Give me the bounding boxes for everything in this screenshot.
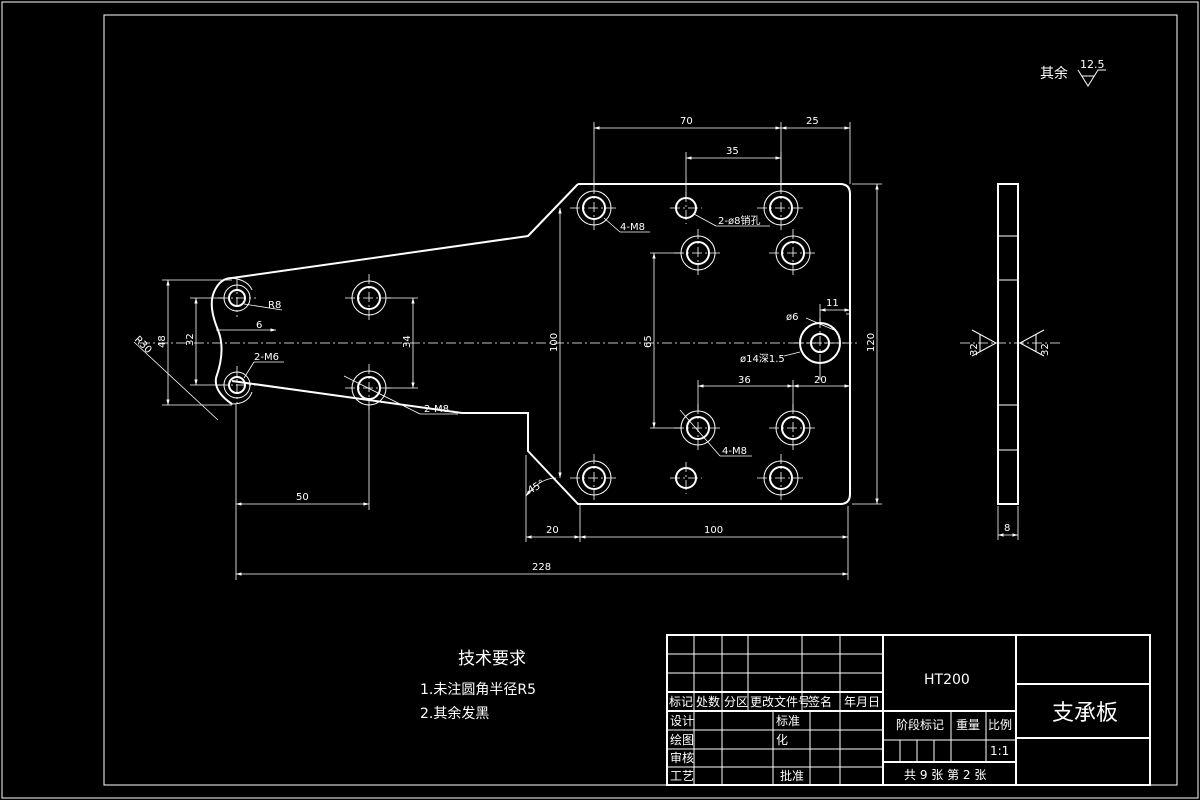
- dimensions: 70 25 35 11 36 20 120 100 65: [132, 116, 882, 580]
- dim-120: 120: [866, 333, 877, 352]
- callout-4-m8-top: 4-M8: [620, 222, 645, 233]
- dim-25: 25: [806, 116, 819, 127]
- part-outline: [210, 183, 851, 505]
- callout-2-m8: 2-M8: [424, 404, 449, 415]
- dim-50: 50: [296, 492, 309, 503]
- tech-title: 技术要求: [458, 649, 526, 669]
- header-count: 处数: [696, 694, 720, 709]
- side-view: 32 32 8: [960, 183, 1060, 540]
- dim-65: 65: [643, 335, 654, 348]
- sheet-count: 共 9 张 第 2 张: [904, 768, 986, 782]
- role-process: 工艺: [670, 769, 694, 783]
- technical-requirements: 技术要求 1.未注圆角半径R5 2.其余发黑: [420, 649, 536, 722]
- dim-8: 8: [1004, 523, 1010, 534]
- dim-20-bottom: 20: [546, 525, 559, 536]
- stage-mark: 阶段标记: [896, 717, 944, 732]
- dim-100-vertical: 100: [549, 333, 560, 352]
- side-roughness-right: 32: [1040, 343, 1051, 356]
- approve: 批准: [780, 768, 804, 783]
- callouts: 4-M8 2-ø8销孔 2-M6 2-M8 4-M8 ø6 ø14深1.5: [243, 213, 835, 457]
- dim-70: 70: [680, 116, 693, 127]
- dim-35: 35: [726, 146, 739, 157]
- dim-11: 11: [826, 298, 839, 309]
- dim-228: 228: [532, 562, 551, 573]
- standard-2: 化: [776, 733, 788, 747]
- dim-32-left: 32: [185, 333, 196, 346]
- standard-1: 标准: [776, 714, 800, 728]
- title-block: HT200 支承板 标记 处数 分区 更改文件号 签名 年月日 设计 绘图 审核…: [666, 634, 1151, 786]
- role-design: 设计: [670, 714, 694, 728]
- tech-item-2: 2.其余发黑: [420, 705, 489, 722]
- dim-6: 6: [256, 320, 262, 331]
- header-mark: 标记: [669, 695, 693, 709]
- scale-value: 1:1: [990, 744, 1009, 758]
- roughness-value: 12.5: [1080, 58, 1105, 71]
- header-change-doc: 更改文件号: [750, 694, 810, 709]
- dim-20-right: 20: [814, 375, 827, 386]
- roughness-label: 其余: [1040, 65, 1068, 82]
- role-draw: 绘图: [670, 732, 694, 747]
- callout-phi14: ø14深1.5: [740, 353, 785, 365]
- dim-100-bottom: 100: [704, 525, 723, 536]
- callout-phi6: ø6: [786, 312, 798, 323]
- dim-r30: R30: [132, 334, 154, 356]
- scale-label: 比例: [988, 718, 1012, 732]
- side-roughness-left: 32: [969, 343, 980, 356]
- dim-r8: R8: [268, 300, 281, 311]
- dim-36: 36: [738, 375, 751, 386]
- callout-pin-holes: 2-ø8销孔: [718, 214, 760, 227]
- header-date: 年月日: [844, 695, 880, 709]
- inner-frame: [103, 14, 1178, 786]
- part-name: 支承板: [1052, 701, 1118, 726]
- tech-item-1: 1.未注圆角半径R5: [420, 682, 536, 698]
- callout-4-m8-bottom: 4-M8: [722, 446, 747, 457]
- role-review: 审核: [670, 750, 694, 765]
- header-zone: 分区: [724, 695, 748, 709]
- roughness-symbol: 其余 12.5: [1040, 58, 1106, 87]
- callout-2-m6: 2-M6: [254, 352, 279, 363]
- material: HT200: [924, 672, 970, 688]
- dim-48: 48: [157, 335, 168, 348]
- dim-34: 34: [402, 335, 413, 348]
- weight: 重量: [956, 718, 980, 732]
- header-sign: 签名: [808, 694, 832, 709]
